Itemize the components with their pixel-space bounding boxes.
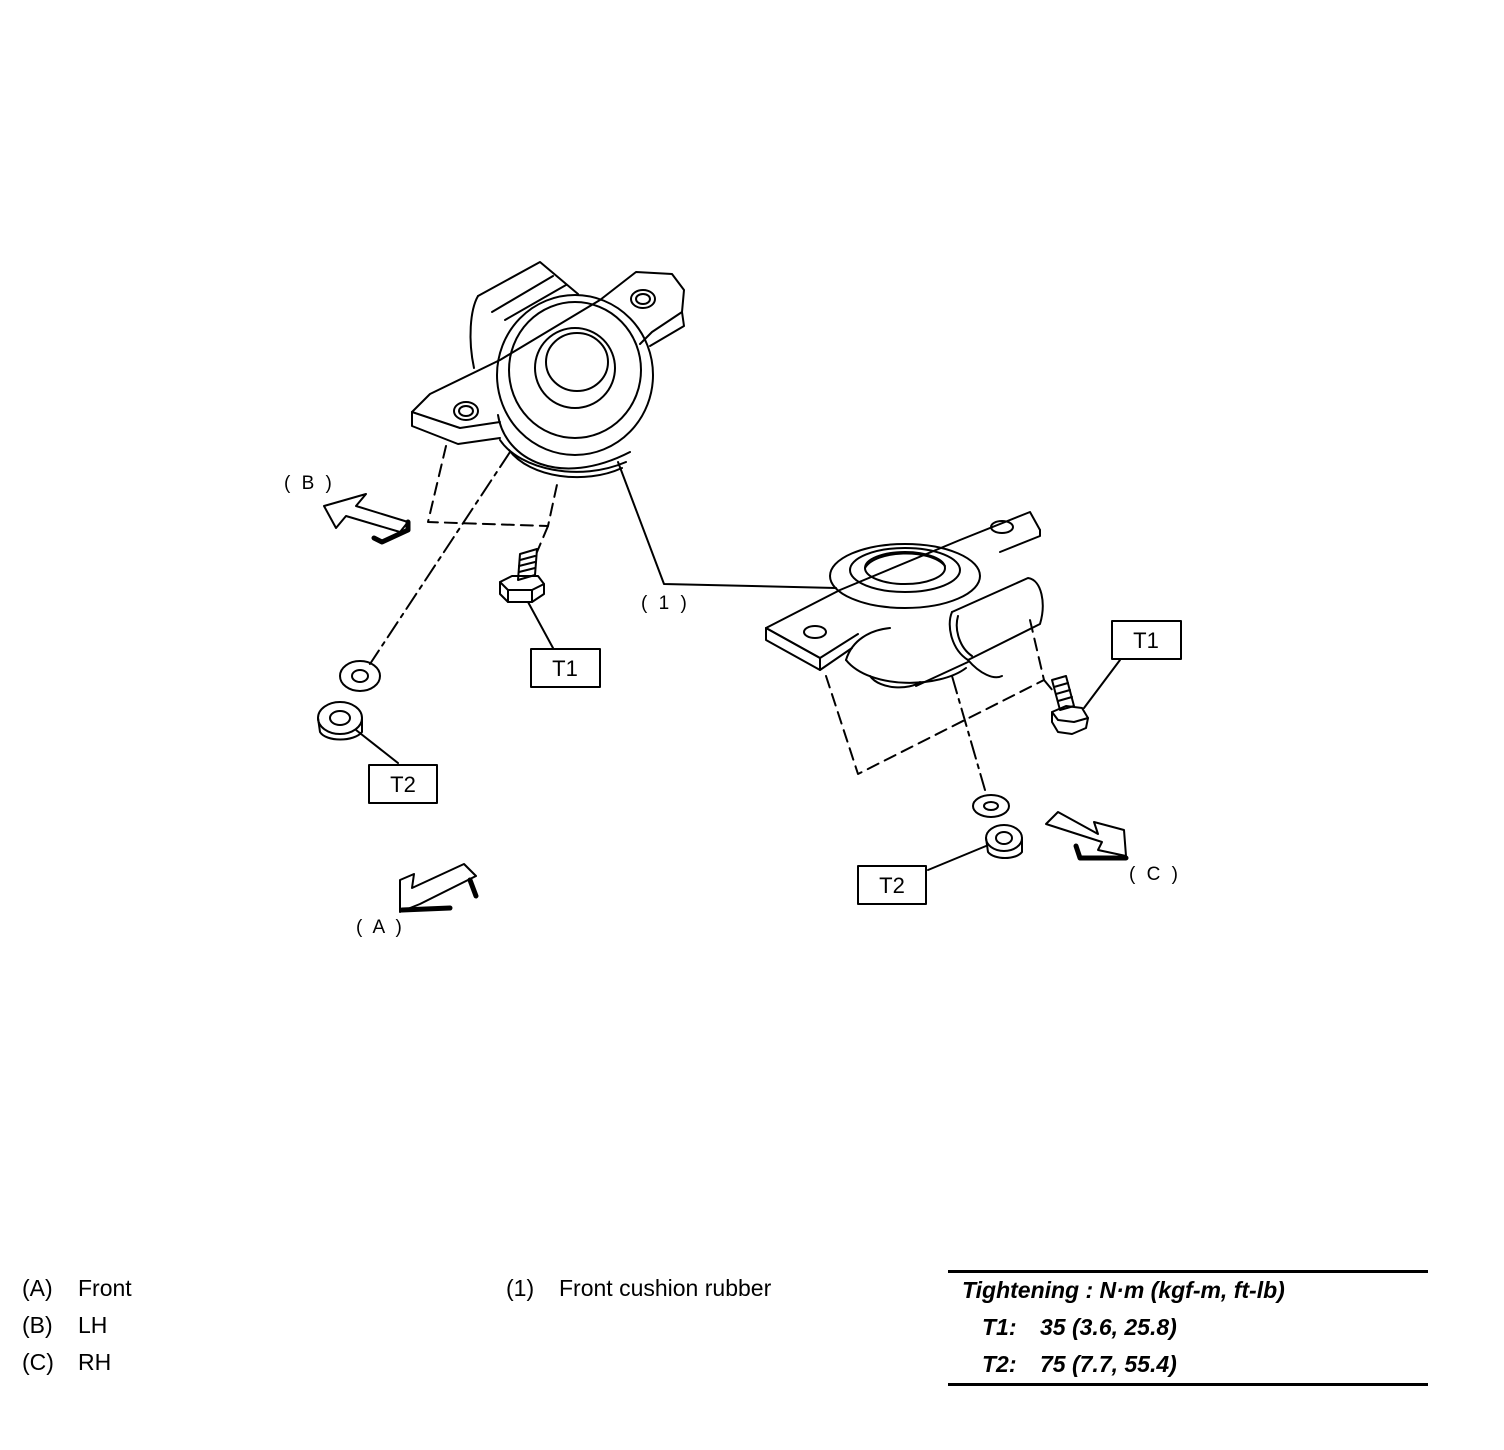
legend-text: Front cushion rubber — [559, 1275, 772, 1301]
t1-left-text: T1 — [552, 656, 578, 681]
legend-code: (C) — [22, 1349, 54, 1375]
arrow-rh — [1045, 811, 1129, 861]
t2-left-box — [368, 764, 438, 804]
legend-row-front: (A) Front — [22, 1270, 132, 1307]
t1-left-box — [530, 648, 601, 688]
lh-nut-t2 — [317, 701, 399, 764]
legend-row-rh: (C) RH — [22, 1344, 132, 1381]
torque-table: Tightening : N·m (kgf-m, ft-lb) T1: 35 (3… — [948, 1270, 1428, 1386]
legend-code: (A) — [22, 1275, 53, 1301]
t1-right-text: T1 — [1133, 628, 1159, 653]
legend-row-cushion: (1) Front cushion rubber — [506, 1270, 771, 1307]
cushion-callout-leader — [617, 461, 837, 589]
rh-bolt-t1 — [1051, 659, 1121, 735]
rh-cushion-rubber — [765, 511, 1044, 689]
legend-text: LH — [78, 1312, 108, 1338]
lh-guide-lines — [369, 445, 559, 665]
torque-value: 75 (7.7, 55.4) — [1040, 1351, 1177, 1377]
torque-code: T1: — [982, 1314, 1017, 1340]
legend-text: RH — [78, 1349, 112, 1375]
lh-cushion-rubber — [411, 261, 685, 479]
legend-text: Front — [78, 1275, 132, 1301]
arrow-lh — [323, 493, 411, 545]
legend-code: (B) — [22, 1312, 53, 1338]
arrow-front — [399, 863, 479, 913]
torque-row-t2: T2: 75 (7.7, 55.4) — [982, 1351, 1177, 1378]
label-cushion-callout: ( 1 ) — [641, 593, 690, 614]
t2-left-text: T2 — [390, 772, 416, 797]
legend-row-lh: (B) LH — [22, 1307, 132, 1344]
rh-nut-t2 — [927, 824, 1023, 871]
torque-value: 35 (3.6, 25.8) — [1040, 1314, 1177, 1340]
torque-heading: Tightening : N·m (kgf-m, ft-lb) — [962, 1277, 1285, 1303]
legend-code: (1) — [506, 1275, 535, 1301]
torque-code: T2: — [982, 1351, 1017, 1377]
label-lh-arrow: ( B ) — [284, 473, 335, 494]
lh-washer — [339, 660, 381, 692]
rh-washer — [972, 794, 1010, 818]
torque-row-t1: T1: 35 (3.6, 25.8) — [982, 1314, 1177, 1341]
rh-guide-lines — [825, 619, 1055, 791]
direction-legend: (A) Front (B) LH (C) RH — [22, 1270, 132, 1381]
lh-bolt-t1 — [499, 548, 554, 649]
label-front-arrow: ( A ) — [356, 917, 405, 938]
label-rh-arrow: ( C ) — [1129, 864, 1181, 885]
t2-right-text: T2 — [879, 873, 905, 898]
parts-legend: (1) Front cushion rubber — [506, 1270, 771, 1307]
t1-right-box — [1111, 620, 1182, 660]
t2-right-box — [857, 865, 927, 905]
